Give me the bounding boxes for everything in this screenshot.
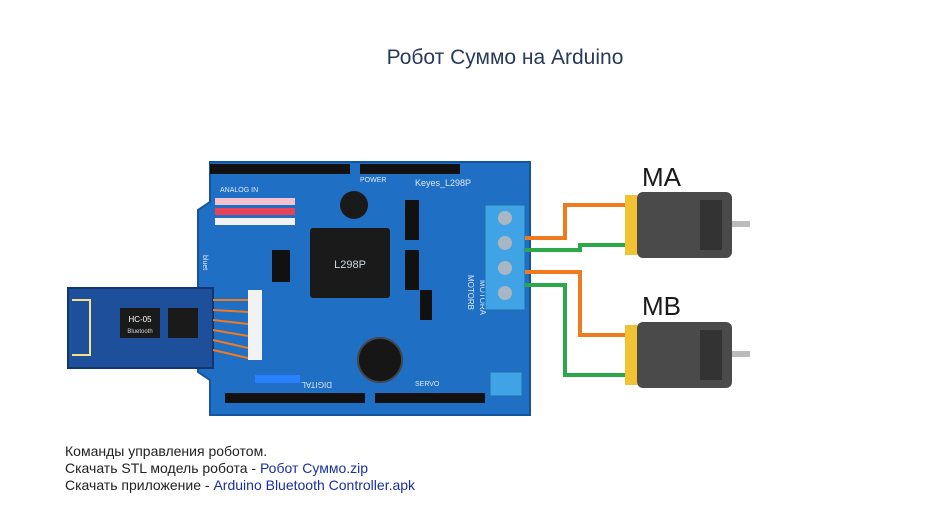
page-title: Робот Суммо на Arduino — [386, 46, 624, 69]
bt-module-label: HC-05 — [128, 315, 152, 324]
motor-b: MB — [625, 291, 750, 388]
info-block: Команды управления роботом. Скачать STL … — [65, 443, 415, 494]
arduino-shield: L298P Keyes_L298P MOTORA MOTORB DIGITAL … — [197, 161, 531, 416]
stl-download-line: Скачать STL модель робота - Робот Суммо.… — [65, 460, 415, 477]
motor-b-label: MB — [642, 291, 681, 321]
apk-download-prefix: Скачать приложение - — [65, 477, 214, 493]
commands-text: Команды управления роботом. — [65, 443, 268, 459]
apk-download-line: Скачать приложение - Arduino Bluetooth C… — [65, 477, 415, 494]
motor-a: MA — [625, 162, 750, 258]
wiring-diagram: L298P Keyes_L298P MOTORA MOTORB DIGITAL … — [60, 150, 780, 430]
motor-a-label: MA — [642, 162, 682, 192]
board-analog-label: ANALOG IN — [220, 187, 258, 194]
chip-label: L298P — [334, 259, 366, 271]
bluetooth-module: HC-05 Bluetooth — [67, 287, 249, 369]
board-digital-label: DIGITAL — [301, 380, 332, 389]
bt-module-sublabel: Bluetooth — [127, 329, 152, 335]
l298p-chip — [310, 228, 390, 298]
board-brand-label: Keyes_L298P — [415, 178, 471, 188]
board-motora-label: MOTORA — [478, 280, 487, 316]
stl-download-prefix: Скачать STL модель робота - — [65, 460, 260, 476]
wiring-diagram-svg: L298P Keyes_L298P MOTORA MOTORB DIGITAL … — [67, 161, 750, 416]
board-bluet-label: bluet — [201, 255, 208, 270]
board-motorb-label: MOTORB — [466, 275, 475, 310]
board-power-label: POWER — [360, 177, 386, 184]
apk-download-link[interactable]: Arduino Bluetooth Controller.apk — [213, 477, 416, 493]
motor-wires — [525, 203, 640, 377]
board-servo-label: SERVO — [415, 381, 440, 388]
stl-download-link[interactable]: Робот Суммо.zip — [259, 460, 369, 476]
